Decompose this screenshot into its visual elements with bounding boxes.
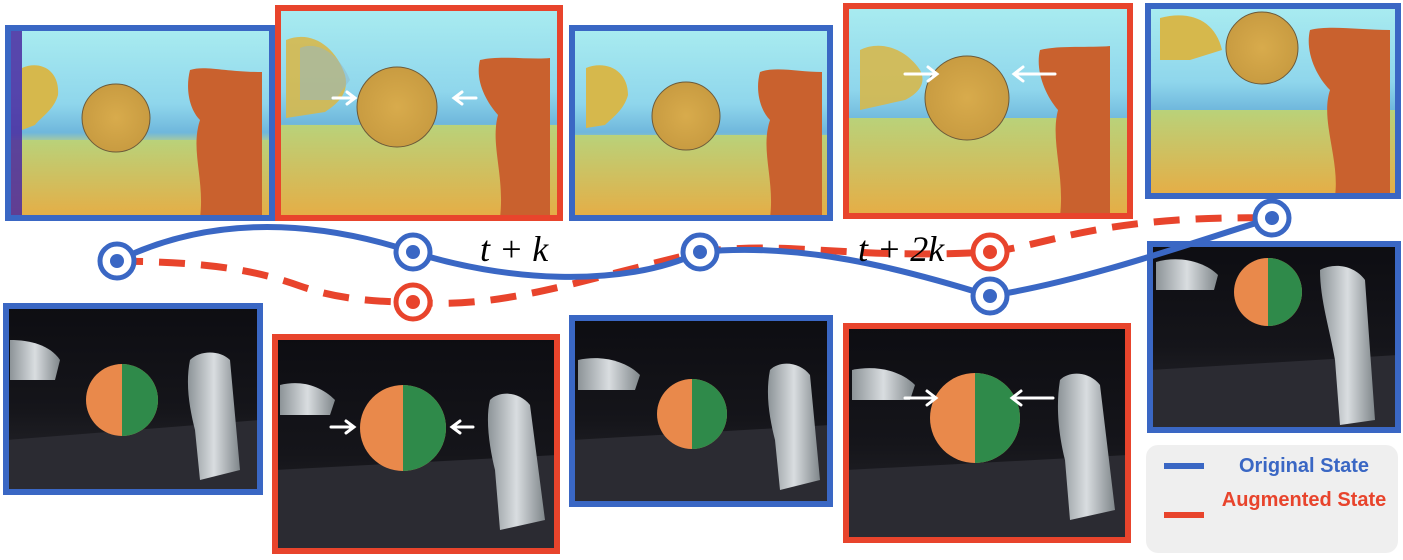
state-node-augmented <box>970 232 1010 272</box>
depth-arrows <box>331 65 1057 106</box>
left-arrow-icon <box>449 419 475 435</box>
state-node-original <box>970 276 1010 316</box>
left-arrow-icon <box>451 90 478 106</box>
rgb-panel-4 <box>843 323 1131 543</box>
rgb-panel-2 <box>272 334 560 554</box>
legend-original-label: Original State <box>1238 455 1370 477</box>
legend-original-row: Original State <box>1146 453 1398 479</box>
right-arrow-icon <box>329 419 357 435</box>
legend: Original State Augmented State <box>1146 445 1398 553</box>
legend-original-swatch <box>1164 463 1204 469</box>
state-node-original <box>97 241 137 281</box>
state-node-original <box>393 232 433 272</box>
right-arrow-icon <box>331 90 358 106</box>
state-node-original <box>680 232 720 272</box>
state-node-original <box>1252 198 1292 238</box>
depth-panel-1 <box>5 25 275 221</box>
depth-panel-4 <box>843 3 1133 219</box>
rgb-panel-5 <box>1147 241 1401 433</box>
rgb-arrows <box>329 389 1055 435</box>
left-arrow-icon <box>1011 65 1057 83</box>
rgb-panel-1 <box>3 303 263 495</box>
label-t-plus-k: t + k <box>480 229 549 269</box>
right-arrow-icon <box>903 65 940 83</box>
legend-augmented-swatch <box>1164 512 1204 518</box>
legend-augmented-row: Augmented State <box>1146 487 1398 543</box>
depth-panel-5 <box>1145 3 1401 199</box>
depth-panel-3 <box>569 25 833 221</box>
label-t-plus-2k: t + 2k <box>858 229 945 269</box>
left-arrow-icon <box>1009 389 1055 407</box>
state-node-augmented <box>393 282 433 322</box>
right-arrow-icon <box>903 389 939 407</box>
rgb-panel-3 <box>569 315 833 507</box>
legend-augmented-label: Augmented State <box>1221 489 1387 511</box>
depth-panel-2 <box>275 5 563 221</box>
augmented-trajectory-line <box>116 214 1273 307</box>
